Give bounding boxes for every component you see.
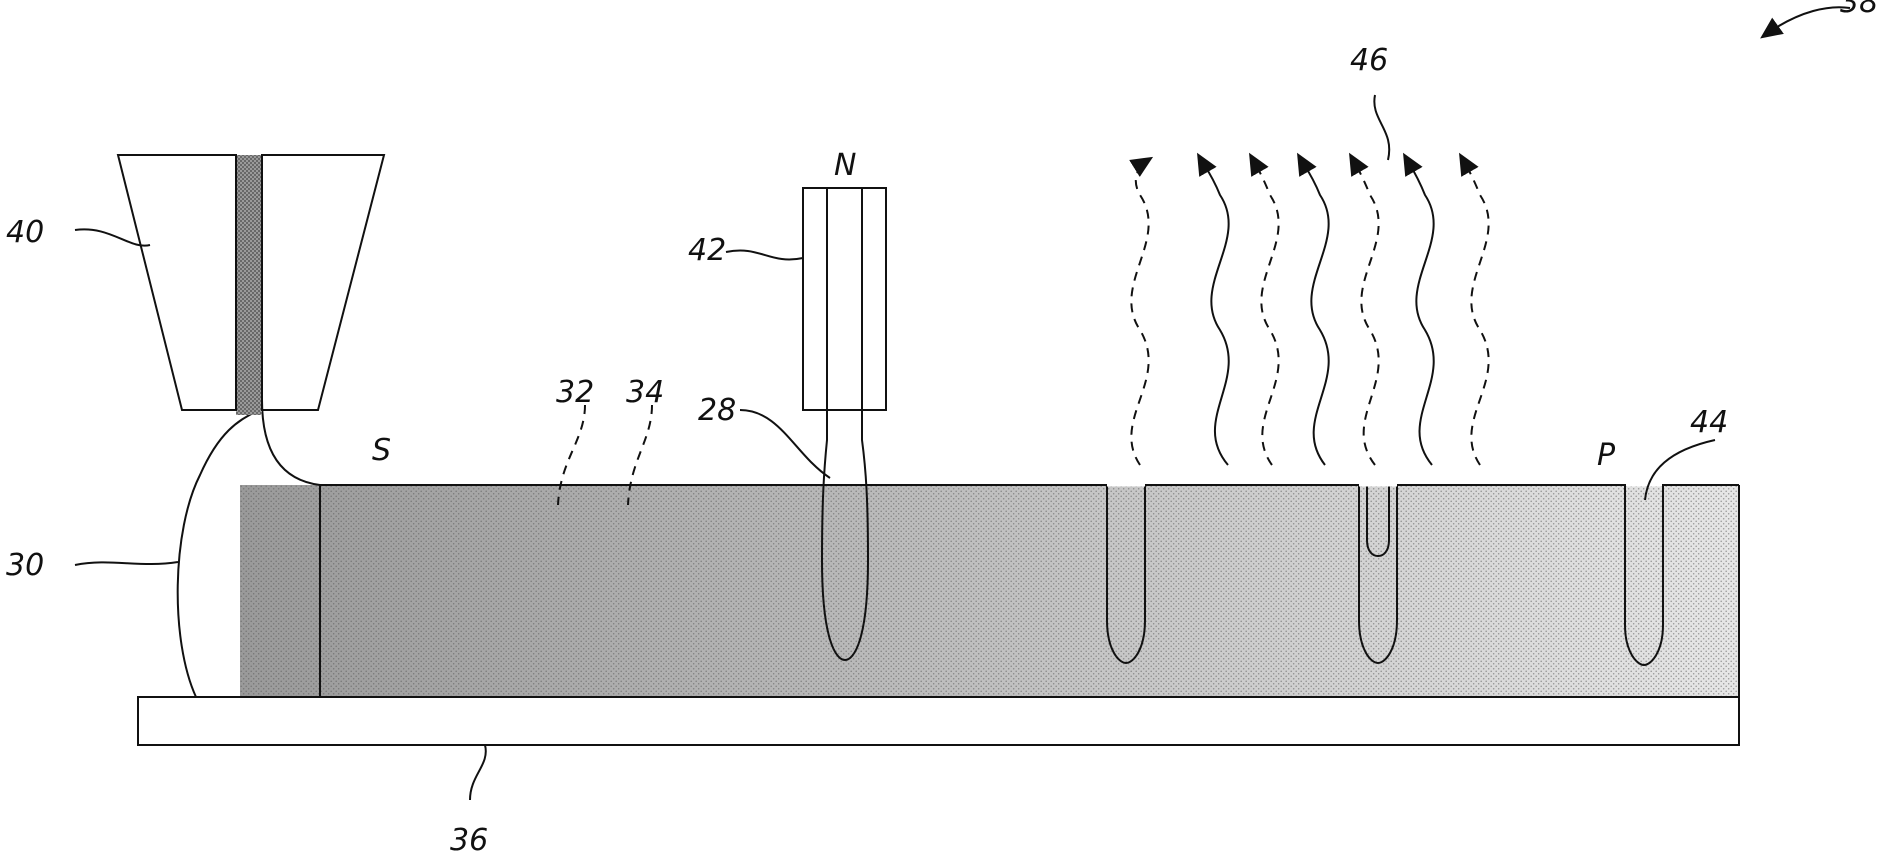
label-insert: 28	[698, 393, 736, 428]
label-base: 36	[450, 823, 488, 858]
label-wave: 46	[1350, 43, 1388, 78]
insertion-tube	[803, 188, 886, 410]
deposited-layer	[240, 485, 1739, 697]
label-bulge: 30	[6, 548, 44, 583]
label-pore-tag: P	[1597, 438, 1616, 473]
label-assembly: 38	[1840, 0, 1877, 20]
label-nozzle: 40	[6, 215, 44, 250]
label-layer-b: 34	[626, 375, 664, 410]
label-pore: 44	[1690, 405, 1728, 440]
label-tube: 42	[688, 233, 726, 268]
base-plate	[138, 697, 1739, 745]
label-layer-a: 32	[556, 375, 594, 410]
label-source-tag: S	[372, 433, 391, 468]
reference-labels: 38 40 N 42 S 32 34 28 30 46 P 44 36	[6, 0, 1877, 858]
emission-waves	[1131, 158, 1488, 465]
label-tube-tag: N	[834, 148, 856, 183]
